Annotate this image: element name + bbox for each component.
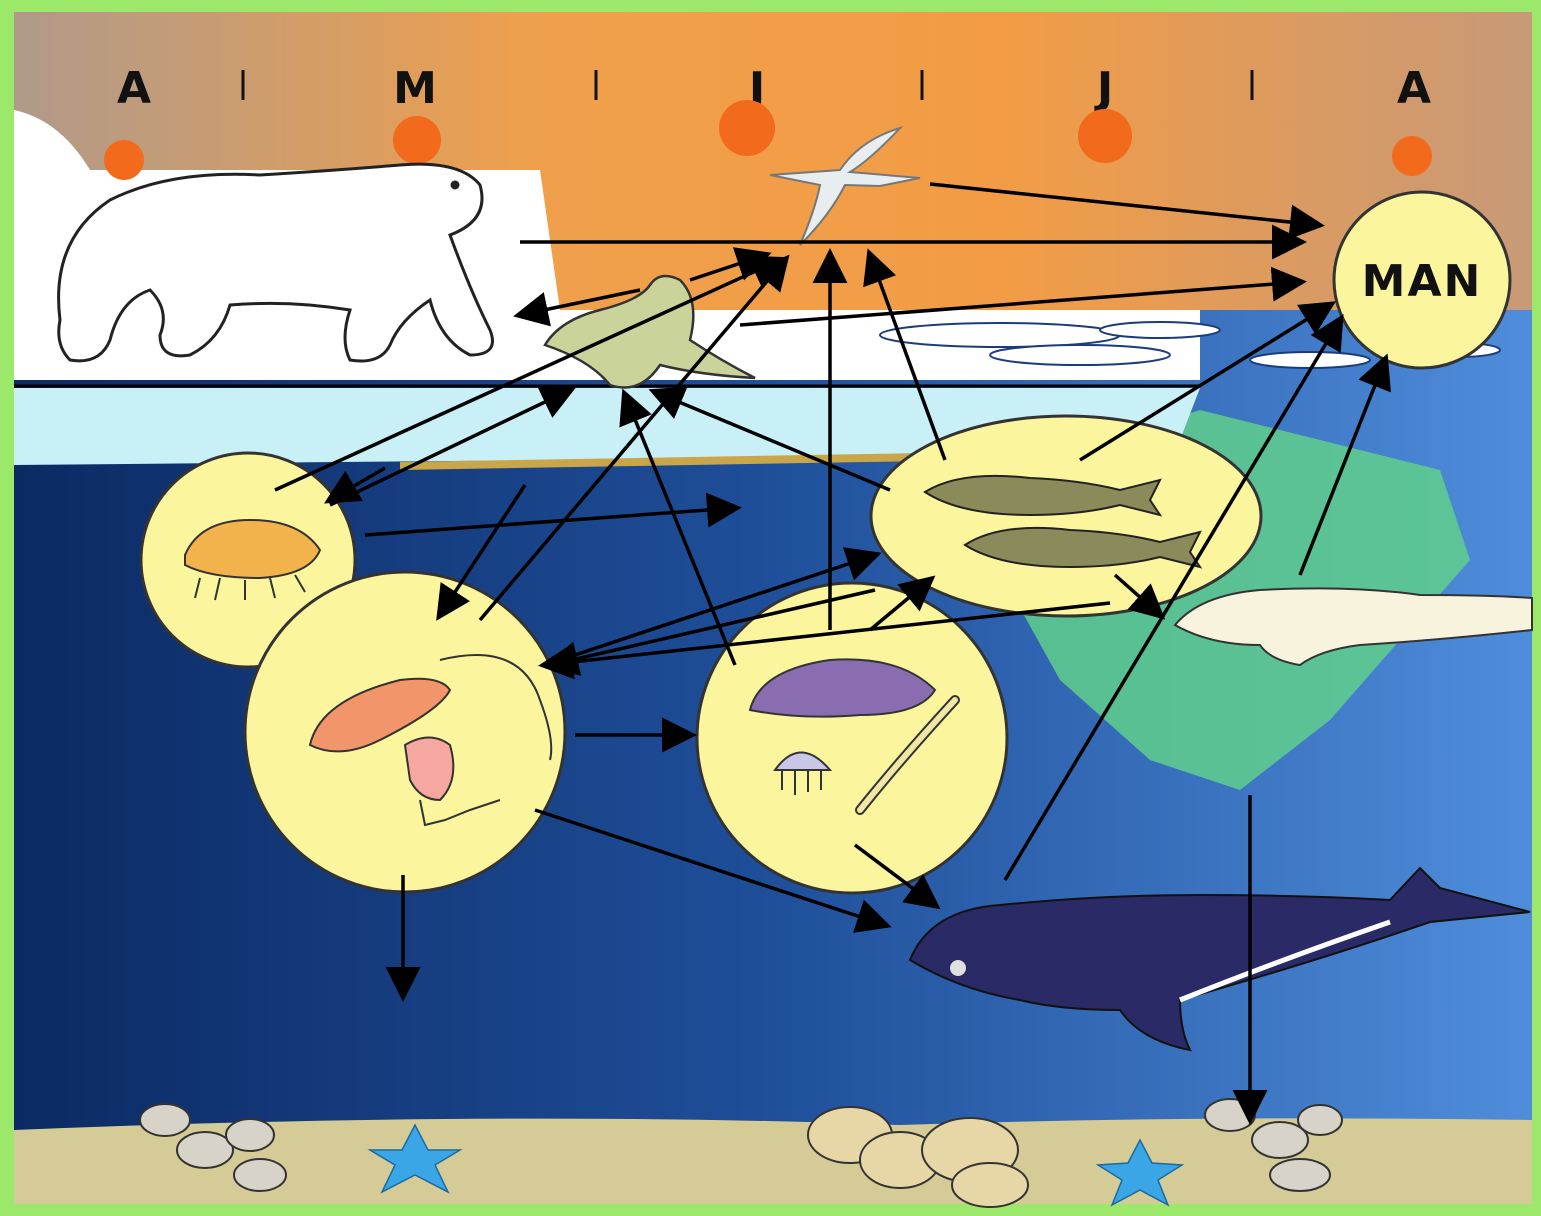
arctic-cod-node (871, 416, 1261, 616)
month-label-1: A (117, 63, 151, 114)
man-label: MAN (1362, 256, 1483, 307)
copepod-node (245, 572, 565, 892)
month-label-2: M (393, 63, 437, 114)
month-label-5: A (1397, 63, 1431, 114)
month-label-4: J (1094, 63, 1113, 114)
krill-jellyfish-node (697, 583, 1007, 893)
man-node: MAN (1334, 192, 1510, 368)
